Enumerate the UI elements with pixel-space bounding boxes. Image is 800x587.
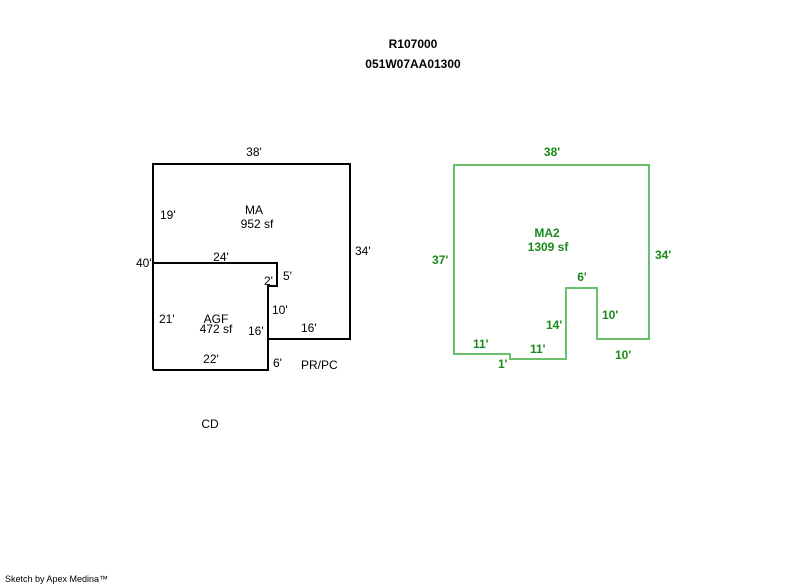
area-label-ma2: MA2 <box>534 226 560 240</box>
dim-agf-left: 21' <box>159 312 175 326</box>
area-label-ma: MA <box>245 203 263 217</box>
ma2-dim-rise: 14' <box>546 318 563 332</box>
account-id: R107000 <box>388 37 438 51</box>
ma2-dim-bottom-right: 10' <box>615 348 632 362</box>
ma2-dim-notch-top: 6' <box>577 270 587 284</box>
area-value-agf: 472 sf <box>199 322 233 336</box>
dim-inner-16: 16' <box>301 321 317 335</box>
agf-outline <box>153 262 278 371</box>
ma2-dim-left: 37' <box>432 253 449 267</box>
dim-agf-right: 16' <box>248 324 264 338</box>
ma-outline <box>152 163 351 370</box>
dim-left-upper: 19' <box>160 208 176 222</box>
dim-notch-small: 2' <box>264 274 273 288</box>
ma2-dim-notch-drop: 10' <box>602 308 619 322</box>
dim-inner-10: 10' <box>272 303 288 317</box>
dim-agf-bottom: 22' <box>203 352 219 366</box>
dim-notch-side: 5' <box>283 269 292 283</box>
ma2-dim-top: 38' <box>543 145 561 159</box>
ma2-dim-bottom-left: 11' <box>473 337 489 351</box>
dim-agf-top: 24' <box>213 250 229 264</box>
footer-credit: Sketch by Apex Medina™ <box>5 574 109 584</box>
area-value-ma: 952 sf <box>240 217 274 231</box>
dim-right: 34' <box>355 244 371 258</box>
ma2-dim-step: 1' <box>498 357 508 371</box>
ma2-outline <box>453 164 650 360</box>
dim-bottom-6: 6' <box>273 356 282 370</box>
ma2-dim-bottom-mid: 11' <box>530 342 546 356</box>
area-label-agf: AGF <box>203 312 229 326</box>
area-label-pr-pc: PR/PC <box>301 358 338 372</box>
dim-left-mid: 40' <box>136 256 152 270</box>
area-value-ma2: 1309 sf <box>527 240 569 254</box>
ma2-dim-right: 34' <box>655 248 672 262</box>
dim-top: 38' <box>246 145 262 159</box>
map-tax-lot: 051W07AA01300 <box>365 57 461 71</box>
area-label-cd: CD <box>201 417 219 431</box>
